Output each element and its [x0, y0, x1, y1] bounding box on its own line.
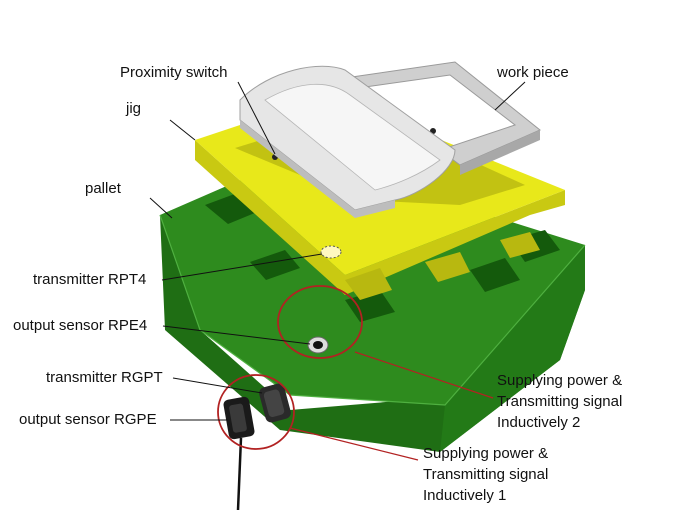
leader-output-sensor-rpe4 [162, 325, 311, 345]
leader-work-piece [494, 81, 526, 111]
transmitter-rpt4-marker [320, 245, 342, 259]
note-inductive-1: Supplying power & Transmitting signal In… [423, 443, 548, 506]
note-inductive-2-line: Inductively 2 [497, 414, 581, 431]
jig-tooth [500, 232, 540, 258]
note-inductive-2: Supplying power & Transmitting signal In… [497, 370, 622, 433]
label-pallet: pallet [85, 180, 121, 197]
pallet-slot [345, 290, 395, 322]
leader-lines [149, 81, 526, 421]
rgpt-highlight-circle [217, 374, 295, 450]
work-piece-flange [240, 120, 395, 218]
label-transmitter-rpt4: transmitter RPT4 [33, 271, 147, 288]
jig-tooth [425, 252, 470, 282]
label-jig: jig [126, 100, 142, 117]
callout-inductive-1 [289, 427, 419, 461]
label-output-sensor-rpe4: output sensor RPE4 [13, 317, 148, 334]
label-output-sensor-rgpe: output sensor RGPE [19, 411, 157, 428]
work-piece-ridge [264, 83, 441, 191]
note-inductive-1-line: Transmitting signal [423, 466, 549, 483]
jig-tooth [345, 268, 392, 300]
leader-pallet [149, 197, 173, 219]
pallet-side-right [440, 245, 585, 452]
leader-transmitter-rgpt [172, 377, 263, 394]
leader-transmitter-rpt4 [161, 253, 323, 281]
note-inductive-1-line: Supplying power & [423, 445, 549, 462]
label-proximity-switch: Proximity switch [120, 64, 228, 81]
label-transmitter-rgpt: transmitter RGPT [46, 369, 163, 386]
label-work-piece: work piece [497, 64, 569, 81]
frame-side [460, 130, 540, 175]
pallet-slot [250, 250, 300, 280]
rgpe-cable [236, 437, 243, 511]
callout-lines [289, 351, 494, 461]
output-sensor-rgpe [223, 396, 255, 511]
output-sensor-rpe4 [307, 336, 329, 354]
pallet-slot [470, 258, 520, 292]
leader-proximity-switch [237, 81, 276, 155]
note-inductive-2-line: Transmitting signal [497, 393, 623, 410]
transmitter-rgpt [259, 383, 291, 423]
jig-side-front [195, 140, 565, 295]
note-inductive-1-line: Inductively 1 [423, 487, 507, 504]
leader-jig [169, 119, 196, 141]
work-piece [239, 65, 456, 218]
note-inductive-2-line: Supplying power & [497, 372, 623, 389]
rpe4-highlight-circle [277, 285, 363, 359]
callout-inductive-2 [354, 351, 494, 399]
